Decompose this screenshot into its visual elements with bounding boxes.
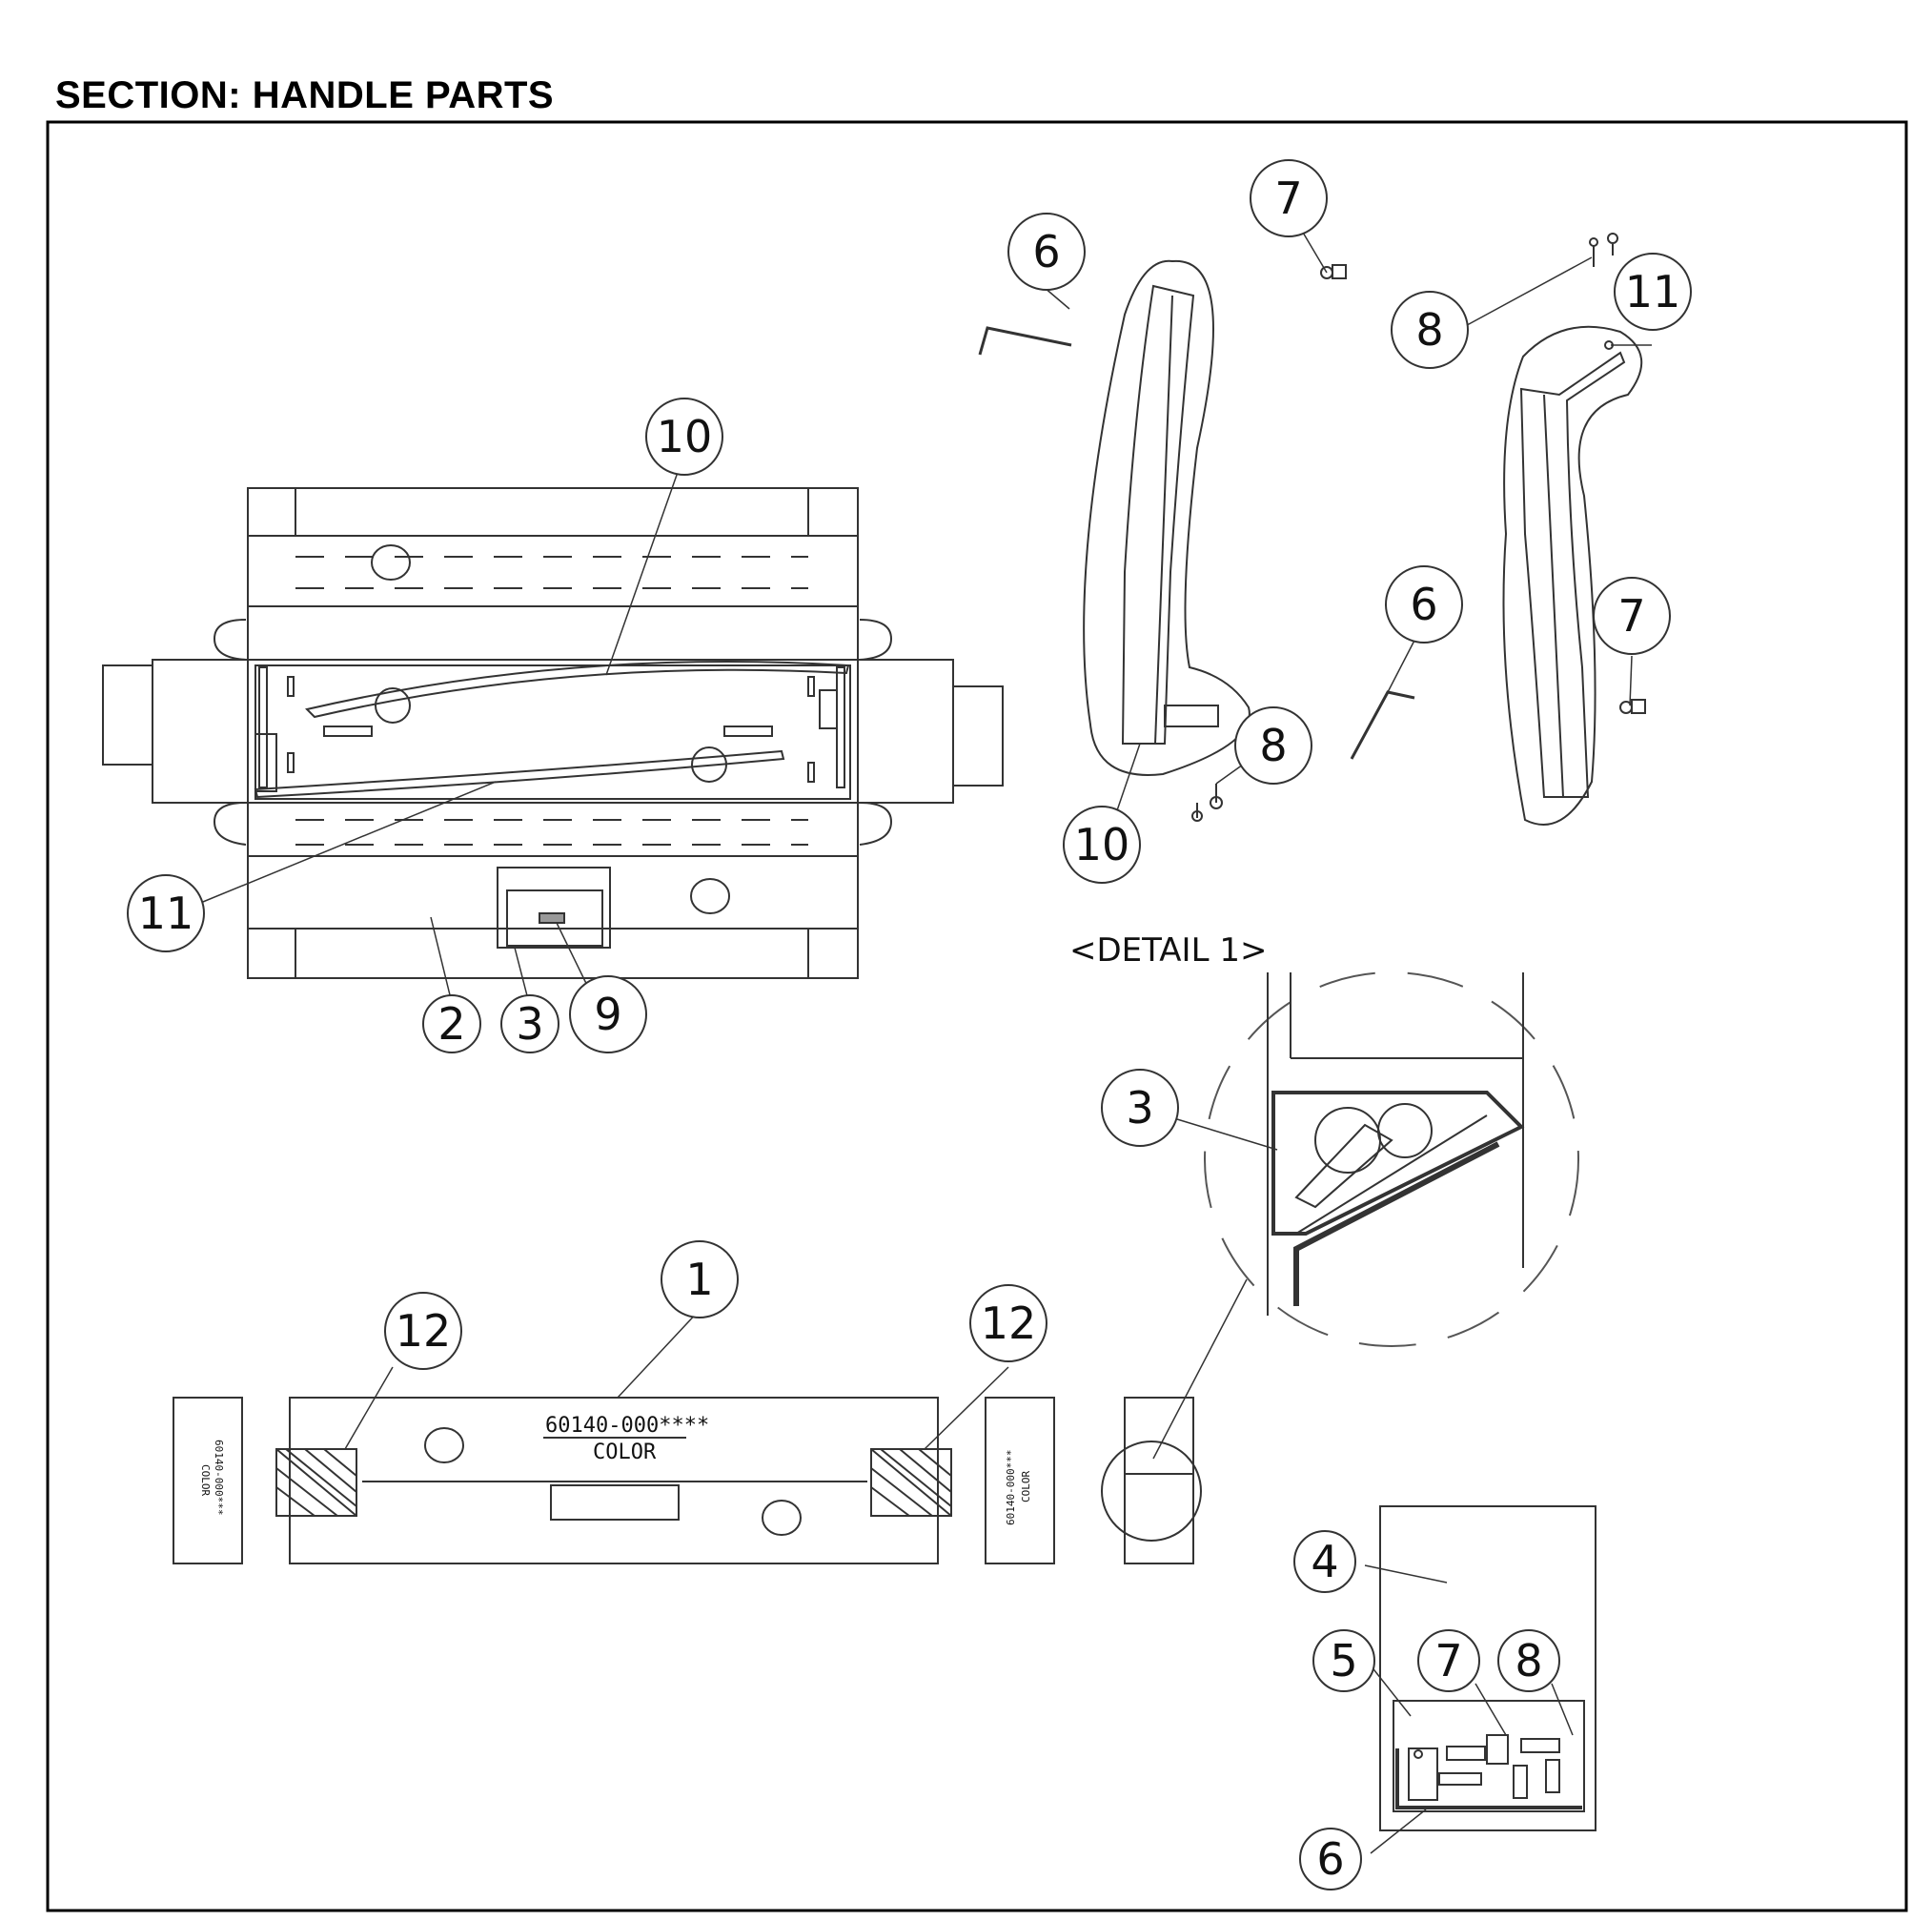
handle-10-left [1083,259,1251,776]
side-label-right [985,1397,1055,1564]
callout-7-mid: 7 [1617,590,1645,642]
callout-1: 1 [685,1254,713,1305]
box-end-view [1101,1397,1202,1564]
end-cap-left [275,1448,357,1517]
callout-6-mid: 6 [1410,579,1437,630]
box-part-number: 60140-000**** [545,1414,709,1438]
callout-balloons [127,159,1692,1890]
callout-7-top: 7 [1274,173,1302,224]
handle-11-right [1502,325,1643,826]
detail-1-label: <DETAIL 1> [1069,931,1267,970]
detail-1-boundary [1204,971,1579,1347]
detail-1-view [1267,972,1525,1316]
callout-6-bag: 6 [1316,1833,1344,1885]
callout-2: 2 [437,998,465,1050]
side-right-color: COLOR [1020,1471,1032,1502]
callout-11-top: 11 [1625,266,1681,317]
callout-7-bag: 7 [1434,1635,1462,1686]
inner-carton-4 [1379,1505,1596,1831]
callout-8-top: 8 [1415,304,1443,356]
box-color-label: COLOR [593,1441,657,1464]
side-label-left [173,1397,243,1564]
end-cap-right [870,1448,952,1517]
callout-3-detail: 3 [1126,1082,1153,1134]
callout-8-bag: 8 [1515,1635,1542,1686]
side-right-part-number: 60140-000*** [1005,1450,1017,1525]
side-left-part-number: 60140-000*** [213,1440,225,1515]
screws-top [1191,233,1646,822]
callout-9: 9 [594,989,621,1040]
callout-4: 4 [1311,1536,1338,1587]
side-left-color: COLOR [199,1464,212,1496]
callout-12-right: 12 [981,1298,1037,1349]
drawing-frame [46,120,1908,1912]
allen-key [978,326,1415,760]
callout-5: 5 [1330,1635,1357,1686]
callout-11-box: 11 [138,888,194,939]
callout-6-top: 6 [1032,226,1060,277]
packing-box-top-view [102,487,1004,979]
callout-3-box: 3 [516,998,543,1050]
callout-10-box: 10 [657,411,713,462]
callout-10-handle: 10 [1074,819,1130,870]
callout-8-mid: 8 [1259,720,1287,771]
leader-lines [197,220,1652,1854]
page-title: SECTION: HANDLE PARTS [55,74,555,116]
callout-12-left: 12 [396,1305,452,1357]
